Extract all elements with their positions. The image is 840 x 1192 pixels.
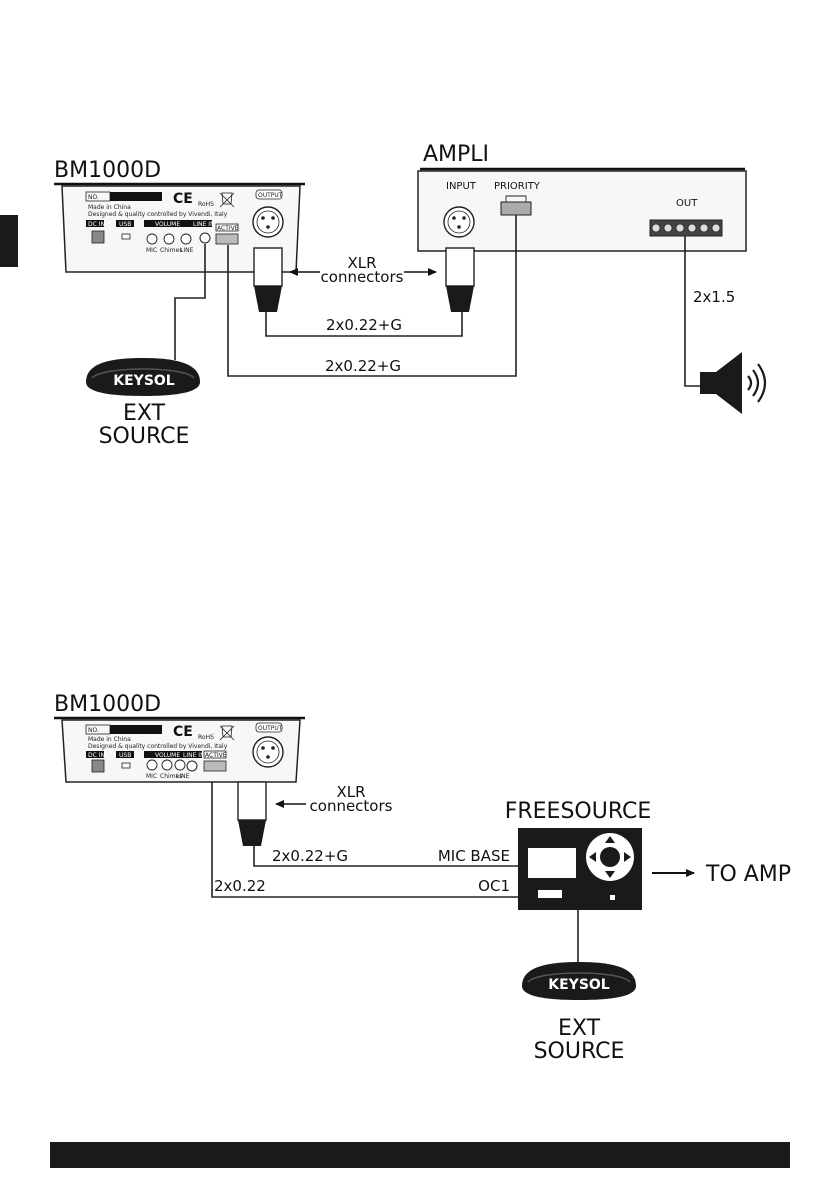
xlr-label-2-line1: XLR [336,783,365,801]
priority-cable-label: 2x0.22+G [325,357,401,375]
xlr-cable-label: 2x0.22+G [326,316,402,334]
line-volume-knob [180,233,192,245]
freesource-dpad-center [600,847,620,867]
made-in-text: Made in China [88,204,131,211]
made-in-text-2: Made in China [88,736,131,743]
designed-text-2: Designed & quality controlled by Vivendi… [88,743,228,750]
amp-title: AMPLI [423,142,489,167]
no-label-2: NO. [88,727,99,734]
volume-label: VOLUME [155,221,180,228]
bm1000d-rear-panel: NO. Made in China Designed & quality con… [61,185,301,273]
keysol-label: KEYSOL [113,373,175,389]
active-terminal-2 [203,760,227,772]
rohs-mark: RoHS [198,201,214,208]
footer-bar [50,1142,790,1168]
usb-port-2 [121,762,131,769]
xlr-plug-right [445,247,475,312]
mic-volume-knob [146,233,158,245]
knob-label-mic: MIC [146,247,157,254]
chimes-volume-knob-2 [161,759,173,771]
diagram-2: BM1000D NO. Made in China Designed & qua… [54,692,791,1064]
side-tab [0,215,18,267]
to-amp-label: TO AMP [705,862,791,887]
amp-out-label: OUT [676,198,698,209]
designed-text: Designed & quality controlled by Vivendi… [88,211,228,218]
ext-source-2-line1: EXT [558,1016,601,1041]
xlr-output-socket-2 [252,736,284,768]
speaker-cable-label: 2x1.5 [693,288,735,306]
mic-base-label: MIC BASE [438,847,510,865]
knob-label-chimes-2: Chimes [160,773,182,780]
freesource-device [518,828,642,910]
xlr-plug-2 [237,781,267,846]
dc-jack-2 [91,759,105,773]
dc-jack [91,230,105,244]
active-label: ACTIVE [217,225,239,232]
oc1-cable-label: 2x0.22 [214,877,266,895]
no-label: NO. [88,194,99,201]
xlr-output-socket [252,206,284,238]
line-in-jack [199,232,211,244]
device-title: BM1000D [54,158,161,183]
usb-label-2: USB [119,752,131,759]
weee-icon [219,192,235,208]
amp-out-terminal-block [649,219,723,237]
knob-label-chimes: Chimes [160,247,182,254]
weee-icon-2 [219,725,235,741]
speaker-icon [700,352,767,414]
dc-in-label-2: DC IN [88,752,105,759]
xlr-plug-left [253,247,283,312]
amp-priority-terminal [500,201,532,216]
active-terminal [215,233,239,245]
ext-source-line2: SOURCE [99,424,190,449]
mic-volume-knob-2 [146,759,158,771]
freesource-display [528,848,576,878]
mic-base-cable-label: 2x0.22+G [272,847,348,865]
output-label: OUTPUT [258,192,283,199]
line-in-cable [174,244,206,360]
xlr-label-line2: connectors [321,268,404,286]
mic-base-cable [253,846,518,867]
ce-mark-2: CE [173,724,193,740]
dc-in-label: DC IN [88,221,105,228]
freesource-button [538,890,562,898]
amplifier-rear-panel: INPUT PRIORITY OUT [417,170,747,252]
knob-label-line-2: LINE [176,773,190,780]
freesource-led [610,895,615,900]
ext-source-line1: EXT [123,401,166,426]
line-in-jack-2 [186,760,198,772]
freesource-title: FREESOURCE [505,799,652,824]
output-label-2: OUTPUT [258,725,283,732]
keysol-label-2: KEYSOL [548,977,610,993]
volume-label-2: VOLUME [155,752,180,759]
usb-port [121,233,131,240]
rohs-mark-2: RoHS [198,734,214,741]
line-in-label-2: LINE IN [183,752,205,759]
xlr-label-2-line2: connectors [310,797,393,815]
active-label-2: ACTIVE [205,752,227,759]
amp-priority-label: PRIORITY [494,181,541,192]
chimes-volume-knob [163,233,175,245]
oc1-label: OC1 [478,877,510,895]
ce-mark: CE [173,191,193,207]
xlr-label-line1: XLR [347,254,376,272]
usb-label: USB [119,221,131,228]
keysol-device: KEYSOL [85,357,201,397]
device-title-2: BM1000D [54,692,161,717]
knob-label-line: LINE [180,247,194,254]
amp-input-label: INPUT [446,181,477,192]
line-volume-knob-2 [174,759,186,771]
keysol-device-2: KEYSOL [521,961,637,1001]
knob-label-mic-2: MIC [146,773,157,780]
priority-cable [227,215,517,377]
diagram-1: BM1000D NO. Made in China Designed & qua… [54,142,767,449]
amp-xlr-input-socket [443,206,475,238]
oc1-cable [211,782,518,898]
bm1000d-rear-panel-2: NO. Made in China Designed & quality con… [61,719,301,783]
speaker-cable [684,236,700,387]
xlr-cable [265,312,463,337]
ext-source-2-line2: SOURCE [534,1039,625,1064]
line-in-label: LINE IN [193,221,215,228]
